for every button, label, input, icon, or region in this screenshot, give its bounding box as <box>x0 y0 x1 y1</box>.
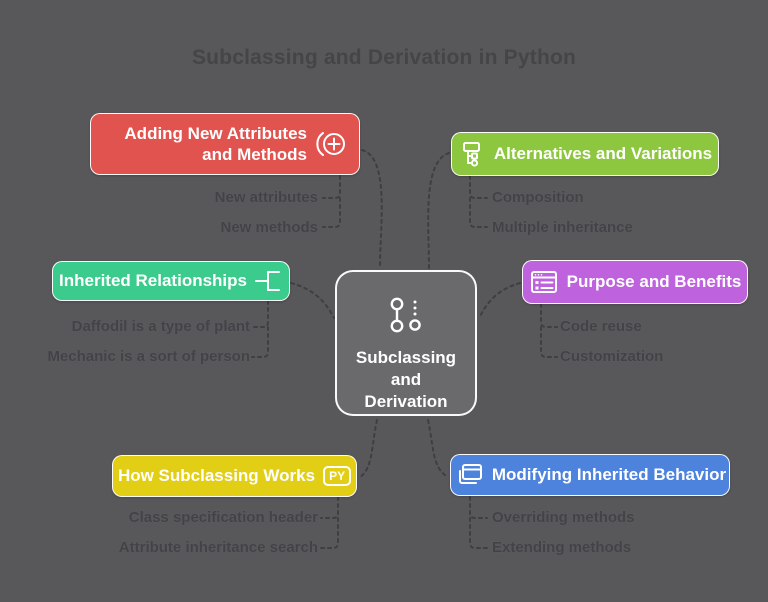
sitemap-icon <box>458 140 486 168</box>
branch-purpose-center <box>478 282 521 319</box>
form-list-icon <box>529 268 559 296</box>
add-circle-icon <box>315 129 347 159</box>
node-adding-new-attributes[interactable]: Adding New Attributes and Methods <box>90 113 360 175</box>
child-topic[interactable]: New methods <box>220 219 318 236</box>
child-topic[interactable]: Attribute inheritance search <box>118 539 318 556</box>
branch-alternatives-center <box>427 152 450 269</box>
branch-how-center <box>359 419 378 478</box>
child-topic[interactable]: Customization <box>560 348 664 365</box>
child-topic[interactable]: Class specification header <box>128 509 318 526</box>
node-modifying-inherited-behavior[interactable]: Modifying Inherited Behavior <box>450 454 730 496</box>
page-title: Subclassing and Derivation in Python <box>191 46 577 69</box>
child-topic[interactable]: Daffodil is a type of plant <box>71 318 250 335</box>
versions-icon <box>383 273 429 341</box>
node-label: How Subclassing Works <box>117 466 316 486</box>
center-node-subclassing-derivation[interactable]: Subclassing and Derivation <box>335 270 477 416</box>
branch-modifying-center <box>427 419 449 478</box>
child-topic[interactable]: Overriding methods <box>492 509 635 526</box>
node-label: Adding New Attributes and Methods <box>124 123 307 164</box>
bracket-tree-icon <box>255 267 283 295</box>
py-badge-label: PY <box>323 466 352 486</box>
node-how-subclassing-works[interactable]: How Subclassing Works PY <box>112 455 357 497</box>
node-label: Modifying Inherited Behavior <box>491 465 727 485</box>
node-purpose-benefits[interactable]: Purpose and Benefits <box>522 260 748 304</box>
branch-inherited-center <box>290 282 335 319</box>
node-label: Alternatives and Variations <box>493 144 713 164</box>
child-topic[interactable]: New attributes <box>214 189 318 206</box>
node-label: Purpose and Benefits <box>566 272 742 292</box>
python-badge-icon: PY <box>323 466 352 486</box>
child-topic[interactable]: Mechanic is a sort of person <box>47 348 250 365</box>
child-topic[interactable]: Multiple inheritance <box>492 219 633 236</box>
node-alternatives-variations[interactable]: Alternatives and Variations <box>451 132 719 176</box>
node-inherited-relationships[interactable]: Inherited Relationships <box>52 261 290 301</box>
node-label: Inherited Relationships <box>59 271 247 291</box>
branch-adding-center <box>361 149 383 269</box>
child-topic[interactable]: Code reuse <box>560 318 642 335</box>
center-node-label: Subclassing and Derivation <box>355 347 457 412</box>
child-topic[interactable]: Composition <box>492 189 584 206</box>
stacked-windows-icon <box>454 462 484 488</box>
child-topic[interactable]: Extending methods <box>492 539 632 556</box>
